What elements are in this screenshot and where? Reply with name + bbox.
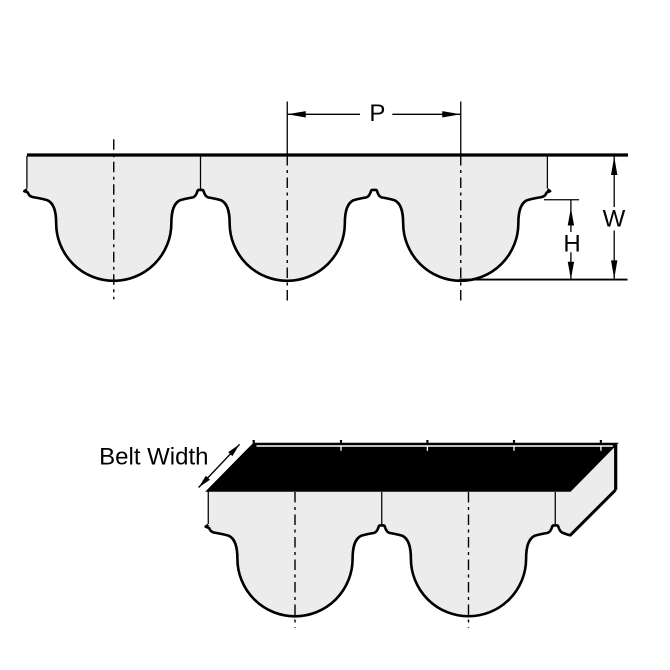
svg-text:W: W — [603, 205, 626, 232]
svg-text:P: P — [369, 100, 385, 127]
svg-text:H: H — [563, 231, 580, 258]
svg-text:Belt Width: Belt Width — [99, 443, 208, 470]
